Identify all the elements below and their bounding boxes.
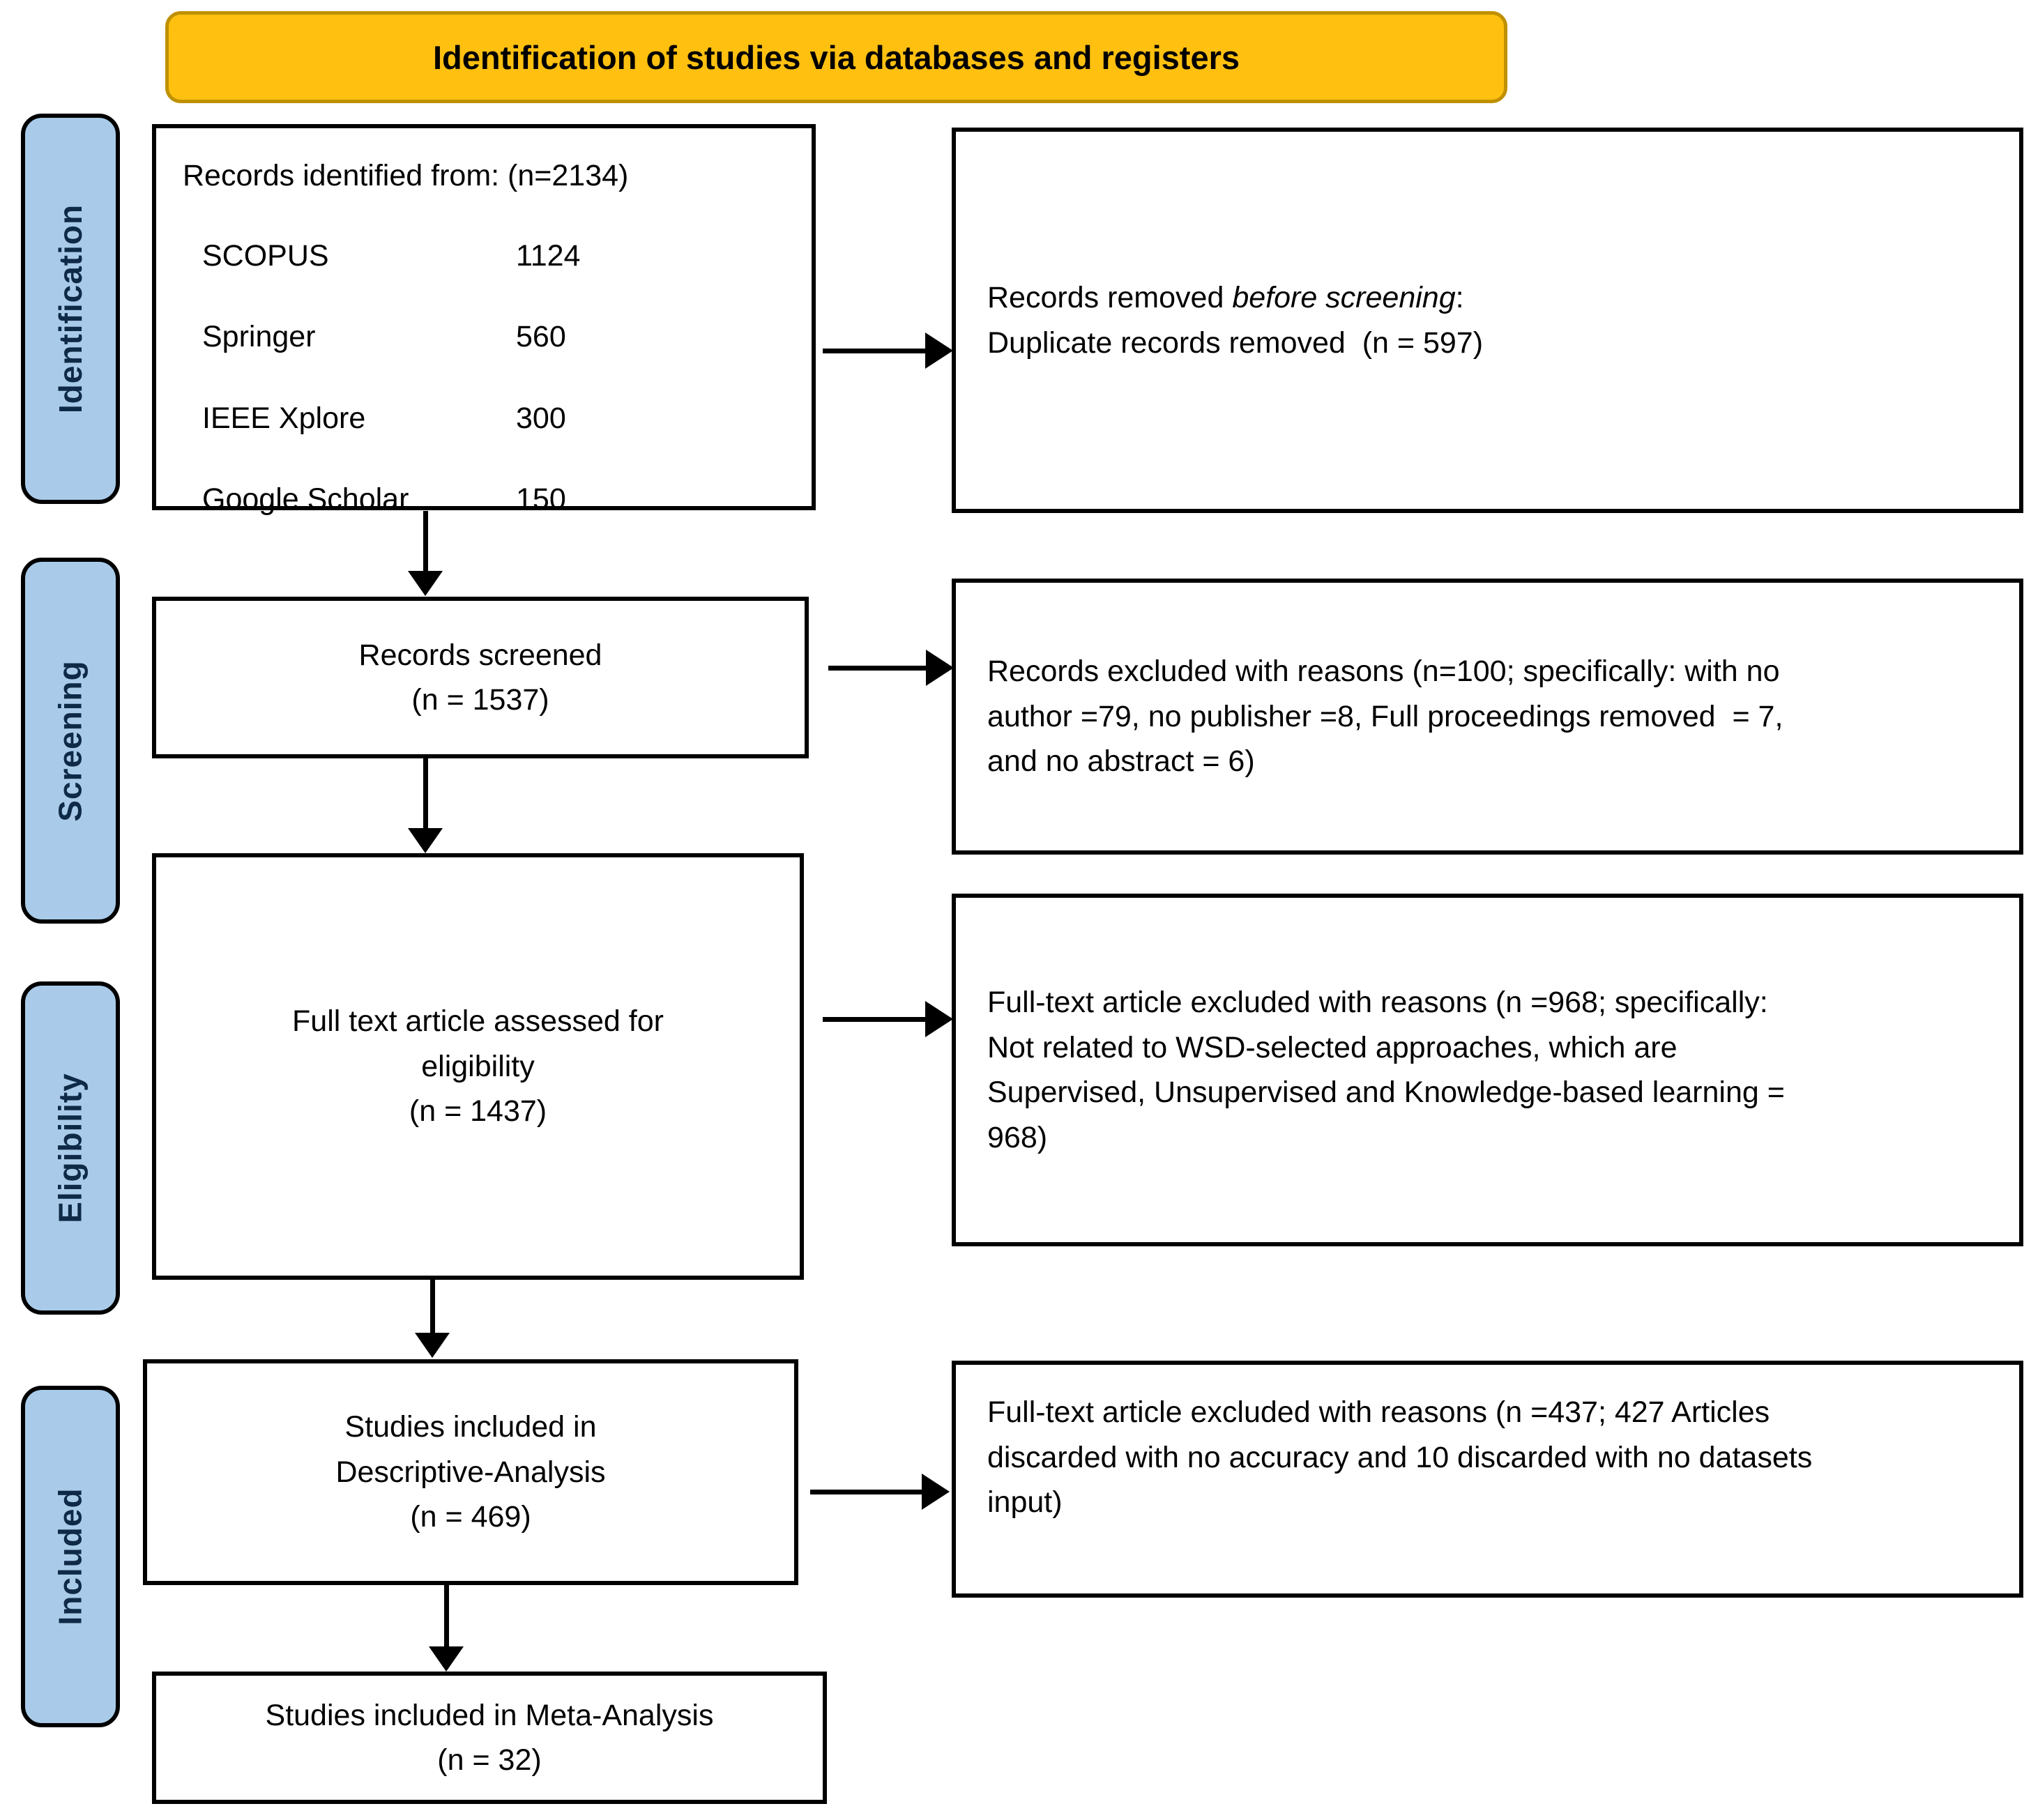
arrow-down-head-icon [408,571,443,596]
descriptive-included-line2: Descriptive-Analysis [335,1455,606,1489]
stage-label-eligibility: Eligibility [21,981,120,1315]
meta-included-line2: (n = 32) [437,1743,542,1777]
box-descriptive-included: Studies included in Descriptive-Analysis… [143,1359,798,1585]
stage-label-eligibility-text: Eligibility [52,1073,89,1223]
arrow-right-head-icon [925,1001,953,1037]
box-records-excluded: Records excluded with reasons (n=100; sp… [952,579,2023,855]
box-records-removed-before-screening: Records removed before screening: Duplic… [952,128,2023,513]
records-removed-line2: Duplicate records removed (n = 597) [987,326,1484,360]
title-banner: Identification of studies via databases … [165,11,1507,103]
stage-label-identification-text: Identification [52,204,89,414]
box-meta-included: Studies included in Meta-Analysis (n = 3… [152,1672,827,1804]
source-name: Google Scholar [202,482,409,516]
records-excluded-text: Records excluded with reasons (n=100; sp… [987,655,1783,779]
records-removed-line1: Records removed before screening: [987,275,1984,321]
arrow-down-head-icon [429,1646,464,1672]
records-screened-line2: (n = 1537) [411,683,549,717]
source-name: Springer [202,320,316,353]
box-fulltext-excluded-437: Full-text article excluded with reasons … [952,1361,2023,1598]
source-count: 150 [516,482,566,516]
records-removed-line1-suffix: : [1455,281,1464,314]
arrow-down-head-icon [415,1333,450,1358]
box-records-screened: Records screened (n = 1537) [152,597,809,758]
records-identified-title: Records identified from: (n=2134) [183,159,629,192]
fulltext-excluded-437-text: Full-text article excluded with reasons … [987,1395,1813,1519]
title-banner-label: Identification of studies via databases … [432,38,1240,76]
fulltext-excluded-968-text: Full-text article excluded with reasons … [987,986,1785,1154]
stage-label-included-text: Included [52,1488,89,1626]
records-removed-line1-prefix: Records removed [987,281,1233,314]
descriptive-included-line1: Studies included in [344,1410,597,1444]
source-count: 560 [516,320,566,353]
meta-included-line1: Studies included in Meta-Analysis [265,1698,714,1732]
arrow-right-head-icon [925,332,953,369]
arrow-down-head-icon [408,828,443,853]
box-fulltext-excluded-968: Full-text article excluded with reasons … [952,894,2023,1246]
source-name: SCOPUS [202,238,329,273]
stage-label-identification: Identification [21,114,120,504]
box-records-identified: Records identified from: (n=2134) SCOPUS… [152,124,816,516]
records-screened-line1: Records screened [358,638,602,672]
stage-label-included: Included [21,1386,120,1727]
arrow-right-head-icon [922,1474,950,1510]
records-removed-line1-italic: before screening [1232,281,1456,314]
box-fulltext-assessed: Full text article assessed for eligibili… [152,853,804,1280]
fulltext-assessed-line1: Full text article assessed for [292,1004,664,1039]
fulltext-assessed-line3: (n = 1437) [409,1094,547,1129]
source-count: 300 [516,401,566,435]
stage-label-screening-text: Screening [52,659,89,822]
descriptive-included-line3: (n = 469) [410,1500,531,1534]
records-identified-source-list: SCOPUS 1124 Springer 560 IEEE Xplore 300… [202,234,812,522]
source-count: 1124 [516,238,581,273]
fulltext-assessed-line2: eligibility [421,1049,535,1083]
arrow-right-head-icon [926,650,954,686]
stage-label-screening: Screening [21,558,120,924]
source-name: IEEE Xplore [202,401,366,435]
